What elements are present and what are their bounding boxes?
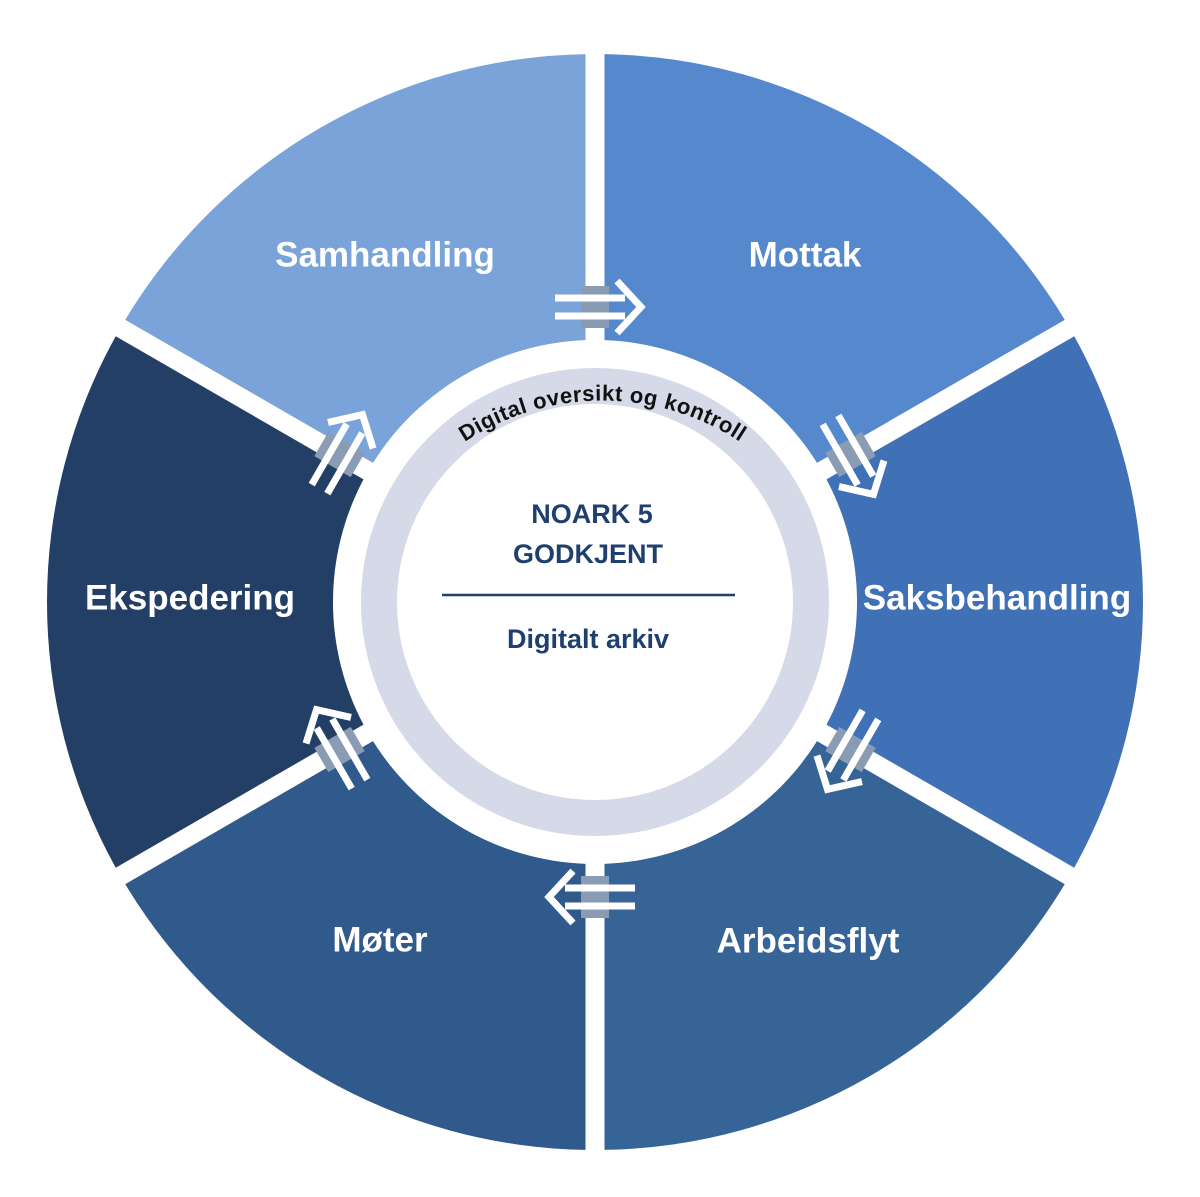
center-title-line1: NOARK 5	[531, 499, 653, 529]
segment-mottak	[604, 54, 1065, 463]
flow-arrow-icon	[555, 278, 646, 336]
segment-label: Møter	[332, 920, 428, 959]
segment-label: Ekspedering	[85, 578, 295, 617]
segment-label: Samhandling	[275, 235, 495, 274]
flow-arrow-icon	[819, 413, 888, 499]
control-ring	[361, 368, 829, 836]
segment-label: Mottak	[749, 235, 862, 274]
flow-arrow-icon	[813, 708, 882, 794]
segment-samhandling	[125, 54, 586, 463]
segment-saksbehandling	[826, 336, 1143, 868]
center-backdrop	[340, 347, 850, 857]
segment-ekspedering	[47, 336, 364, 868]
center-subtitle: Digitalt arkiv	[507, 624, 669, 654]
segment-møter	[125, 741, 586, 1150]
flow-arrow-icon	[544, 868, 635, 926]
segment-arbeidsflyt	[604, 741, 1065, 1150]
segment-label: Arbeidsflyt	[717, 921, 900, 960]
center-title-line2: GODKJENT	[513, 539, 664, 569]
flow-arrow-icon	[308, 410, 377, 496]
arrows-layer	[302, 278, 888, 926]
segment-label: Saksbehandling	[863, 578, 1131, 617]
flow-arrow-icon	[302, 705, 371, 791]
